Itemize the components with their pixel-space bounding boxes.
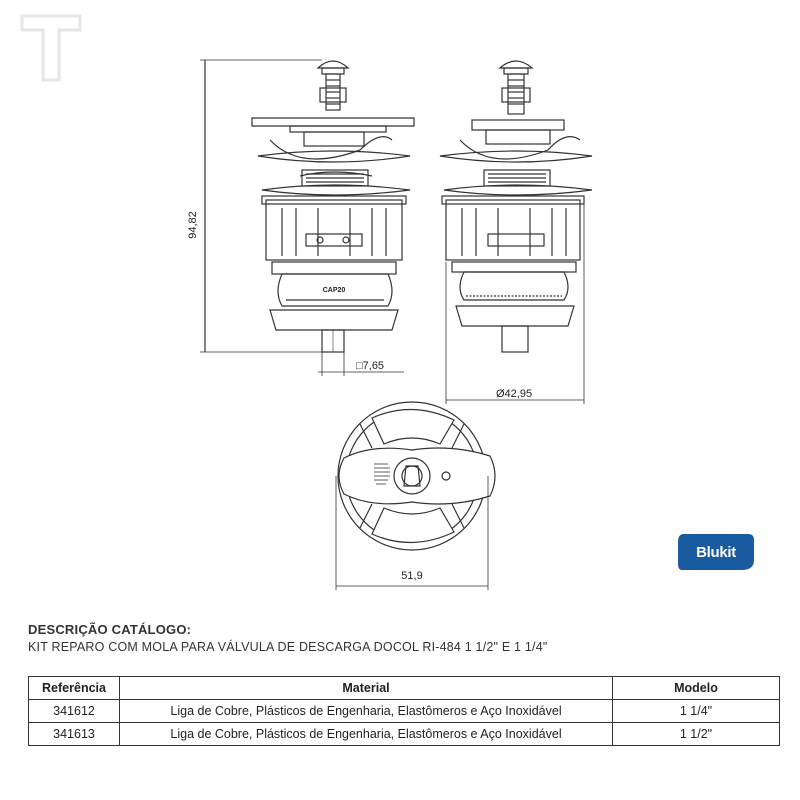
cell-referencia: 341612 <box>28 699 120 723</box>
header-referencia: Referência <box>28 676 120 700</box>
side-view-left <box>200 59 415 376</box>
cell-modelo: 1 1/4" <box>612 699 780 723</box>
dim-height: 94,82 <box>187 211 199 239</box>
table-header-row: Referência Material Modelo <box>28 676 780 700</box>
catalog-description: KIT REPARO COM MOLA PARA VÁLVULA DE DESC… <box>28 640 548 654</box>
side-view-right <box>439 60 593 404</box>
part-marking: CAP20 <box>323 287 346 294</box>
brand-logo-text: Blukit <box>696 543 736 561</box>
header-material: Material <box>119 676 613 700</box>
spec-table: Referência Material Modelo 341612 Liga d… <box>28 676 780 746</box>
dim-width: 51,9 <box>401 570 422 582</box>
top-view <box>335 401 496 590</box>
table-row: 341612 Liga de Cobre, Plásticos de Engen… <box>28 699 780 723</box>
brand-logo-shape <box>678 534 754 570</box>
table-row: 341613 Liga de Cobre, Plásticos de Engen… <box>28 722 780 746</box>
brand-logo: Blukit <box>676 530 756 574</box>
dim-diameter: Ø42,95 <box>496 388 532 400</box>
catalog-title: DESCRIÇÃO CATÁLOGO: <box>28 622 192 637</box>
cell-modelo: 1 1/2" <box>612 722 780 746</box>
dim-stem-square: □7,65 <box>356 360 384 372</box>
cell-referencia: 341613 <box>28 722 120 746</box>
cell-material: Liga de Cobre, Plásticos de Engenharia, … <box>119 722 613 746</box>
cell-material: Liga de Cobre, Plásticos de Engenharia, … <box>119 699 613 723</box>
header-modelo: Modelo <box>612 676 780 700</box>
technical-drawing: 94,82 □7,65 Ø42,95 51,9 CAP20 <box>187 59 593 590</box>
corner-logo-mark <box>20 14 82 82</box>
